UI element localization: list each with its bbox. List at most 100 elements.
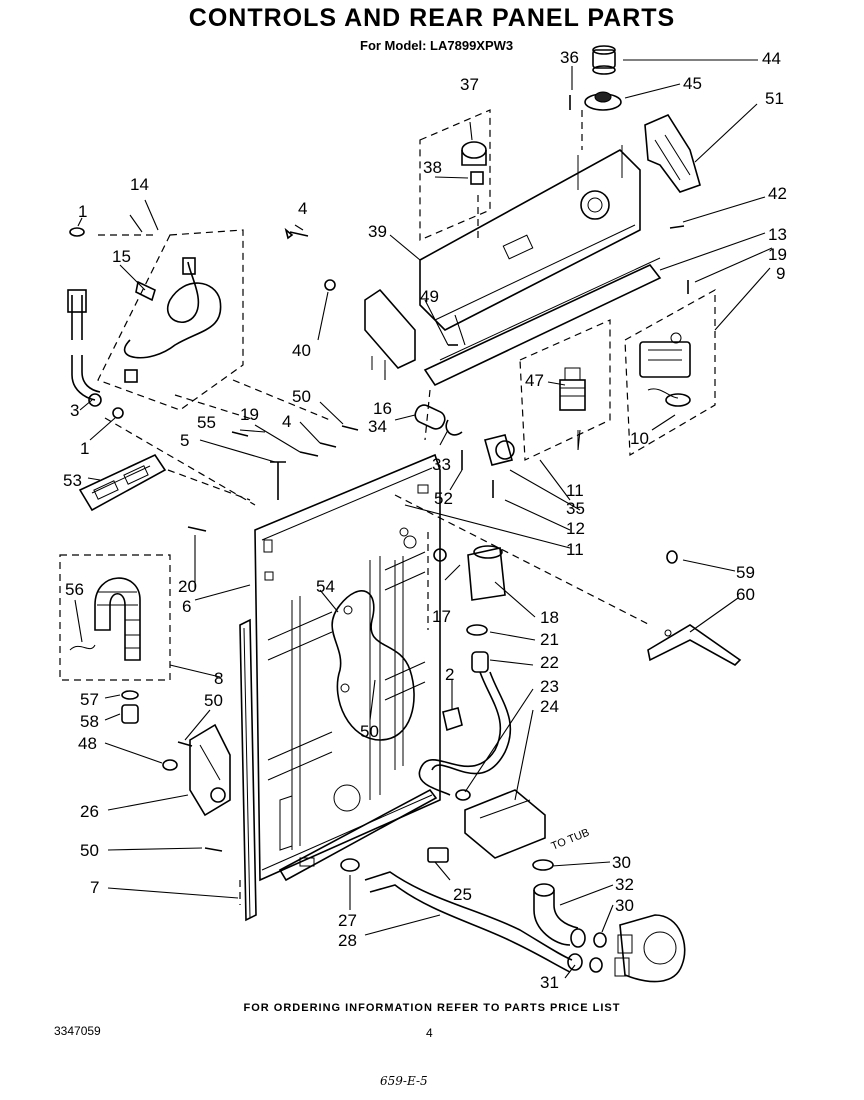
callout-53: 53	[63, 471, 82, 490]
callout-14: 14	[130, 175, 149, 194]
callout-1-bottom: 1	[80, 439, 89, 458]
callout-47: 47	[525, 371, 544, 390]
callout-36: 36	[560, 48, 579, 67]
callout-60: 60	[736, 585, 755, 604]
callout-49: 49	[420, 287, 439, 306]
leader-lines	[74, 59, 773, 979]
knob-44	[592, 45, 616, 75]
callout-58: 58	[80, 712, 99, 731]
callout-38: 38	[423, 158, 442, 177]
callout-13: 13	[768, 225, 787, 244]
drain-hose-group	[59, 554, 178, 771]
callout-30-top: 30	[612, 853, 631, 872]
callout-24: 24	[540, 697, 559, 716]
callout-4-mid: 4	[282, 412, 291, 431]
filter-25	[427, 847, 449, 863]
bracket-51	[644, 113, 701, 193]
callout-40: 40	[292, 341, 311, 360]
model-subtitle: For Model: LA7899XPW3	[360, 38, 514, 53]
handwritten-code: 659-E-5	[380, 1074, 428, 1088]
page-number: 4	[426, 1026, 433, 1040]
callout-10: 10	[630, 429, 649, 448]
callout-55: 55	[197, 413, 216, 432]
callout-28: 28	[338, 931, 357, 950]
callout-4-top: 4	[298, 199, 307, 218]
callout-33: 33	[432, 455, 451, 474]
callout-22: 22	[540, 653, 559, 672]
callout-23: 23	[540, 677, 559, 696]
hose-28	[340, 858, 573, 973]
callout-11-bottom: 11	[566, 540, 584, 559]
control-console	[419, 145, 662, 387]
pump-24	[442, 707, 546, 859]
callout-50-top: 50	[292, 387, 311, 406]
callout-37: 37	[460, 75, 479, 94]
callout-5: 5	[180, 431, 189, 450]
callout-6: 6	[182, 597, 191, 616]
callout-8: 8	[214, 669, 223, 688]
hose-3	[67, 227, 124, 419]
callout-50-left: 50	[204, 691, 223, 710]
callout-45: 45	[683, 74, 702, 93]
end-cap-16	[364, 288, 416, 372]
screws	[177, 95, 689, 852]
skirt-45	[584, 91, 622, 111]
callout-31: 31	[540, 973, 559, 992]
callout-15: 15	[112, 247, 131, 266]
callout-2: 2	[445, 665, 454, 684]
callout-27: 27	[338, 911, 357, 930]
callout-21: 21	[540, 630, 559, 649]
callout-54: 54	[316, 577, 335, 596]
page-title: CONTROLS AND REAR PANEL PARTS	[188, 4, 676, 32]
callout-20: 20	[178, 577, 197, 596]
alignment-lines	[104, 110, 651, 905]
callout-51: 51	[765, 89, 784, 108]
callout-17: 17	[432, 607, 451, 626]
callout-19-left: 19	[240, 405, 259, 424]
bracket-60	[647, 550, 742, 666]
callout-16: 16	[373, 399, 392, 418]
knob-group-37	[419, 109, 491, 241]
callout-34: 34	[368, 417, 387, 436]
hose-32	[532, 859, 686, 983]
callout-30-bottom: 30	[615, 896, 634, 915]
ordering-note: FOR ORDERING INFORMATION REFER TO PARTS …	[243, 1002, 621, 1014]
to-tub-label: TO TUB	[550, 827, 592, 853]
callout-12: 12	[566, 519, 585, 538]
small-parts	[324, 279, 515, 466]
callout-52: 52	[434, 489, 453, 508]
callout-57: 57	[80, 690, 99, 709]
pressure-hose-22	[418, 651, 512, 796]
callout-1-top: 1	[78, 202, 87, 221]
power-cord-group	[97, 229, 244, 411]
callout-42: 42	[768, 184, 787, 203]
callout-59: 59	[736, 563, 755, 582]
callout-32: 32	[615, 875, 634, 894]
callout-39: 39	[368, 222, 387, 241]
pump-bracket-26	[189, 723, 231, 817]
callout-9: 9	[776, 264, 785, 283]
callout-50-bottom: 50	[80, 841, 99, 860]
callout-25: 25	[453, 885, 472, 904]
callout-50-mid: 50	[360, 722, 379, 741]
side-trim-strip	[239, 618, 257, 922]
access-cover-53	[78, 453, 167, 512]
switch-group	[519, 319, 611, 461]
callout-48: 48	[78, 734, 97, 753]
document-number: 3347059	[54, 1024, 101, 1038]
callout-labels: 1 14 15 3 1 53 55 5 19 4 50 4 40 39 37 3…	[63, 48, 787, 992]
callout-7: 7	[90, 878, 99, 897]
callout-3: 3	[70, 401, 79, 420]
callout-35: 35	[566, 499, 585, 518]
pressure-switch-18	[433, 545, 506, 636]
callout-18: 18	[540, 608, 559, 627]
timer-group	[624, 288, 716, 457]
bottom-rail	[278, 788, 438, 882]
callout-19-right: 19	[768, 245, 787, 264]
callout-11-top: 11	[566, 481, 584, 500]
rear-panel	[254, 453, 441, 882]
callout-56: 56	[65, 580, 84, 599]
callout-44: 44	[762, 49, 781, 68]
callout-26: 26	[80, 802, 99, 821]
